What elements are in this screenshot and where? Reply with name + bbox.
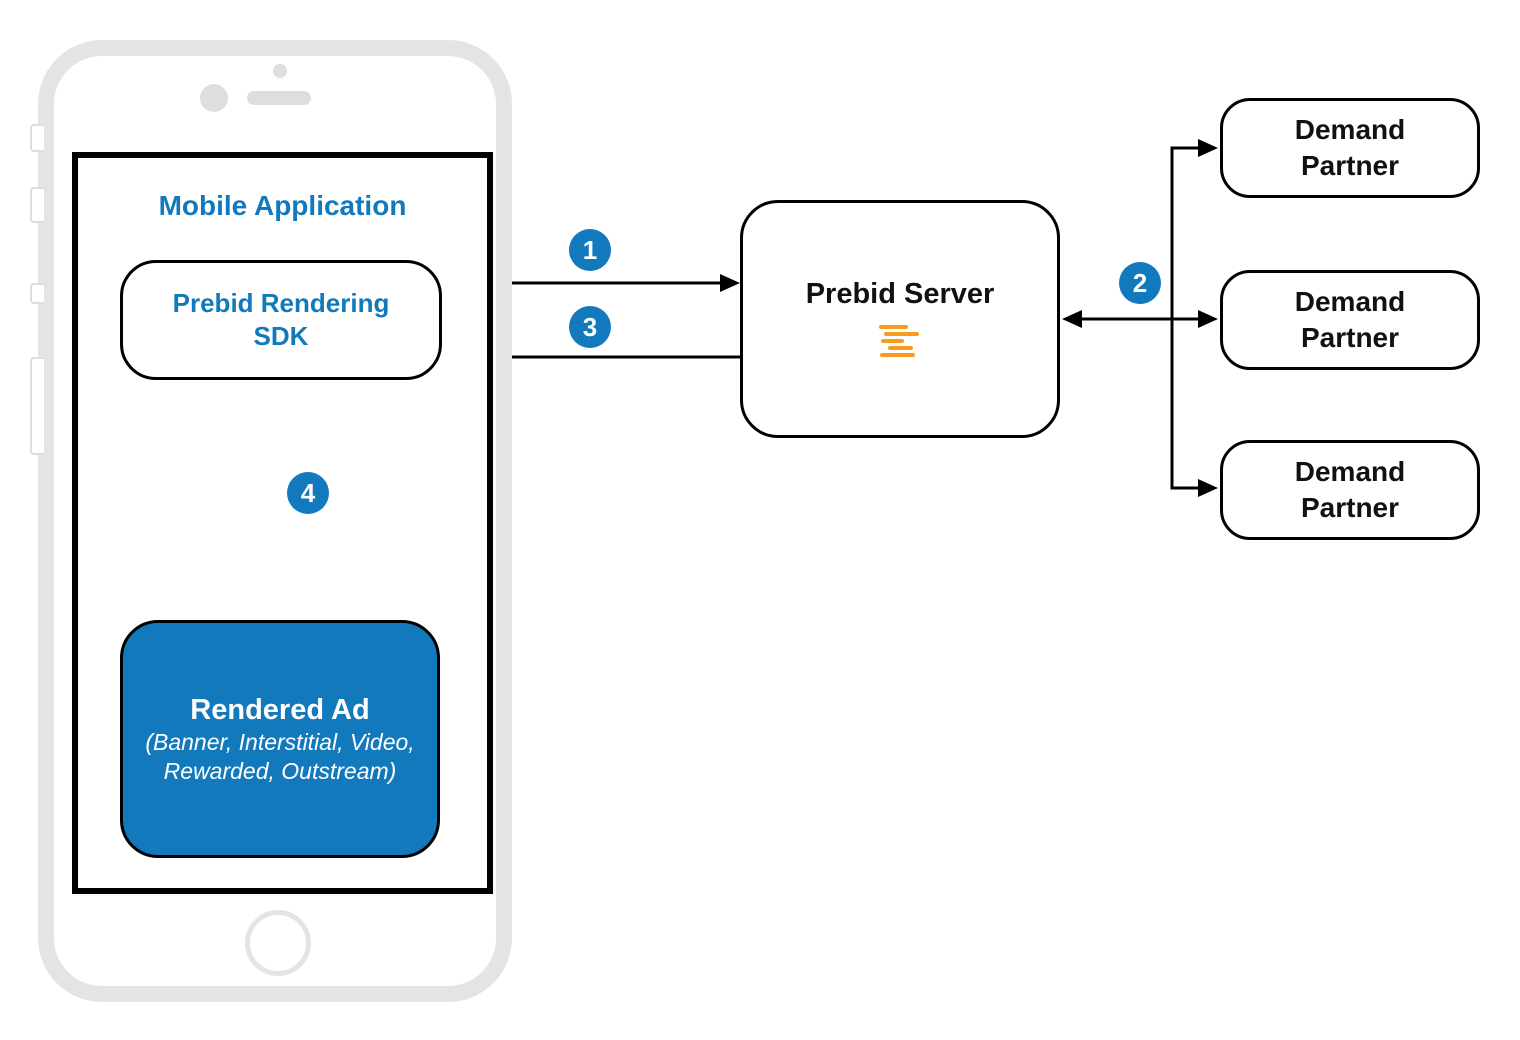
arrow-server-to-partners	[1062, 139, 1218, 497]
phone-volume-up-button	[30, 187, 44, 223]
phone-speaker-grill	[247, 91, 311, 105]
demand-partner-box-1: Demand Partner	[1220, 98, 1480, 198]
prebid-rendering-sdk-box: Prebid Rendering SDK	[120, 260, 442, 380]
rendered-ad-box: Rendered Ad (Banner, Interstitial, Video…	[120, 620, 440, 858]
prebid-server-box: Prebid Server	[740, 200, 1060, 438]
phone-side-button	[30, 357, 44, 455]
demand-partner-label: Partner	[1300, 150, 1400, 181]
step-badge-1: 1	[569, 229, 611, 271]
demand-partner-box-2: Demand Partner	[1220, 270, 1480, 370]
mobile-application-title: Mobile Application	[158, 190, 407, 221]
phone-home-button	[245, 910, 311, 976]
rendered-ad-subtitle-line1: (Banner, Interstitial, Video,	[145, 729, 415, 755]
sdk-label-line2: SDK	[253, 321, 309, 351]
demand-partner-label: Demand	[1294, 114, 1406, 145]
rendered-ad-subtitle-line2: Rewarded, Outstream)	[163, 758, 397, 784]
demand-partner-label: Partner	[1300, 492, 1400, 523]
demand-partner-label: Demand	[1294, 456, 1406, 487]
phone-sensor-dot	[273, 64, 287, 78]
phone-mute-switch	[30, 124, 44, 152]
prebid-logo-icon	[879, 325, 921, 360]
demand-partner-label: Demand	[1294, 286, 1406, 317]
step-badge-2: 2	[1119, 262, 1161, 304]
phone-volume-down-button	[30, 283, 44, 304]
phone-camera-icon	[200, 84, 228, 112]
rendered-ad-title: Rendered Ad	[190, 694, 370, 726]
demand-partner-box-3: Demand Partner	[1220, 440, 1480, 540]
step-badge-3: 3	[569, 306, 611, 348]
prebid-server-title: Prebid Server	[805, 278, 995, 310]
demand-partner-label: Partner	[1300, 322, 1400, 353]
step-badge-4: 4	[287, 472, 329, 514]
sdk-label-line1: Prebid Rendering	[172, 288, 390, 318]
